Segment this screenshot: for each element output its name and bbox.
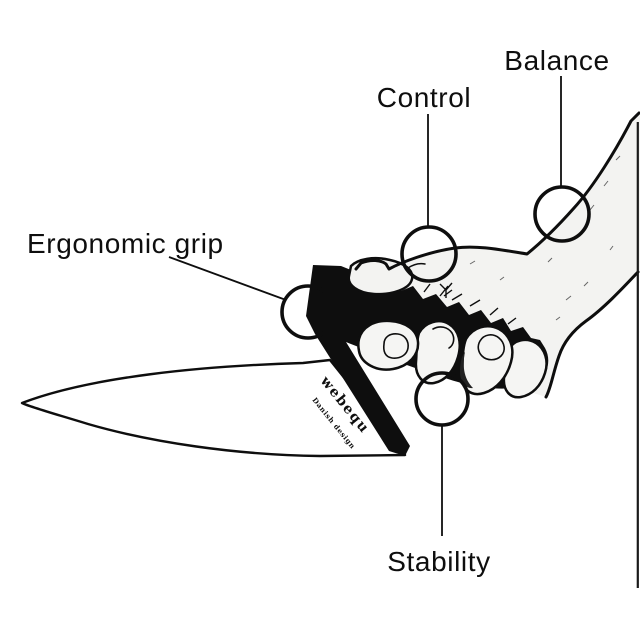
index-fingertip	[357, 319, 420, 371]
ergonomic-grip-label: Ergonomic grip	[27, 228, 224, 259]
index-knuckle	[347, 257, 414, 296]
hand-bottom-contour	[544, 270, 640, 399]
knife-blade	[20, 358, 407, 458]
middle-fingernail	[432, 326, 455, 349]
callout-circles	[280, 185, 591, 427]
stability-label: Stability	[387, 546, 490, 577]
hand-top-contour	[354, 111, 640, 271]
balance-circle	[533, 185, 591, 243]
ergonomic-grip-circle	[280, 284, 336, 340]
control-circle	[400, 225, 458, 283]
index-fingernail	[382, 333, 409, 359]
ergonomic-grip-leader-line	[168, 256, 287, 301]
balance-label: Balance	[504, 45, 609, 76]
control-label: Control	[377, 82, 471, 113]
grip-fuzz-strokes	[423, 282, 517, 325]
callout-leader-lines	[168, 76, 562, 536]
knuckle-crease	[407, 262, 426, 269]
ring-fingernail	[477, 334, 505, 361]
ring-finger-shadow	[460, 352, 473, 389]
